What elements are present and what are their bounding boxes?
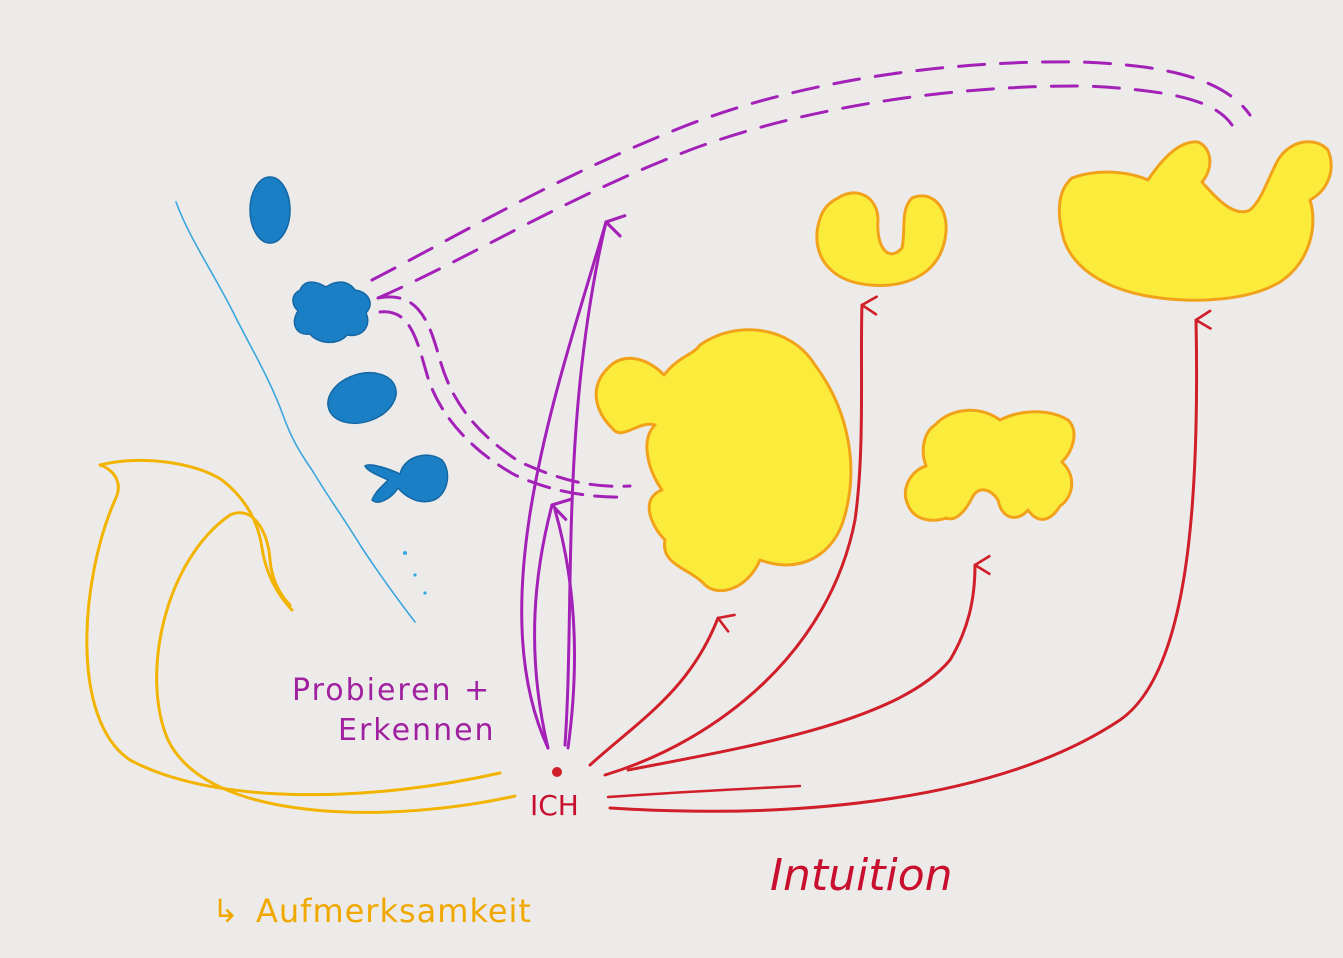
blue-dot	[403, 551, 407, 555]
blue-region	[176, 177, 448, 622]
label-probieren: Probieren +	[292, 673, 491, 708]
blue-dot	[423, 591, 426, 594]
red-arrow-to-middle-right	[628, 565, 975, 770]
yellow-shape-top-right	[1059, 142, 1331, 300]
attention-lines	[87, 460, 515, 812]
yellow-shape-small-u	[817, 193, 946, 286]
blue-blob-oval-top	[250, 177, 290, 243]
blue-blob-fish	[365, 455, 448, 502]
purple-arrow-tall	[565, 222, 606, 745]
yellow-shapes	[596, 142, 1331, 591]
yellow-shape-large	[596, 330, 851, 591]
purple-arrow-short	[535, 505, 552, 748]
blue-blob-star	[293, 282, 370, 342]
label-ich: ICH	[530, 789, 579, 822]
ich-dot	[552, 767, 562, 777]
yellow-shape-middle-right	[905, 410, 1074, 520]
blue-blob-oval-middle	[321, 364, 402, 431]
label-aufmerksamkeit: Aufmerksamkeit	[256, 892, 532, 930]
red-arrow-to-large-shape	[590, 618, 718, 765]
label-aufmerksamkeit-arrow: ↳	[212, 892, 239, 930]
label-erkennen: Erkennen	[338, 713, 496, 748]
label-intuition: Intuition	[770, 850, 953, 901]
red-line-under-ich	[608, 786, 800, 797]
attention-line-inner	[157, 513, 515, 813]
blue-dot	[413, 573, 416, 576]
